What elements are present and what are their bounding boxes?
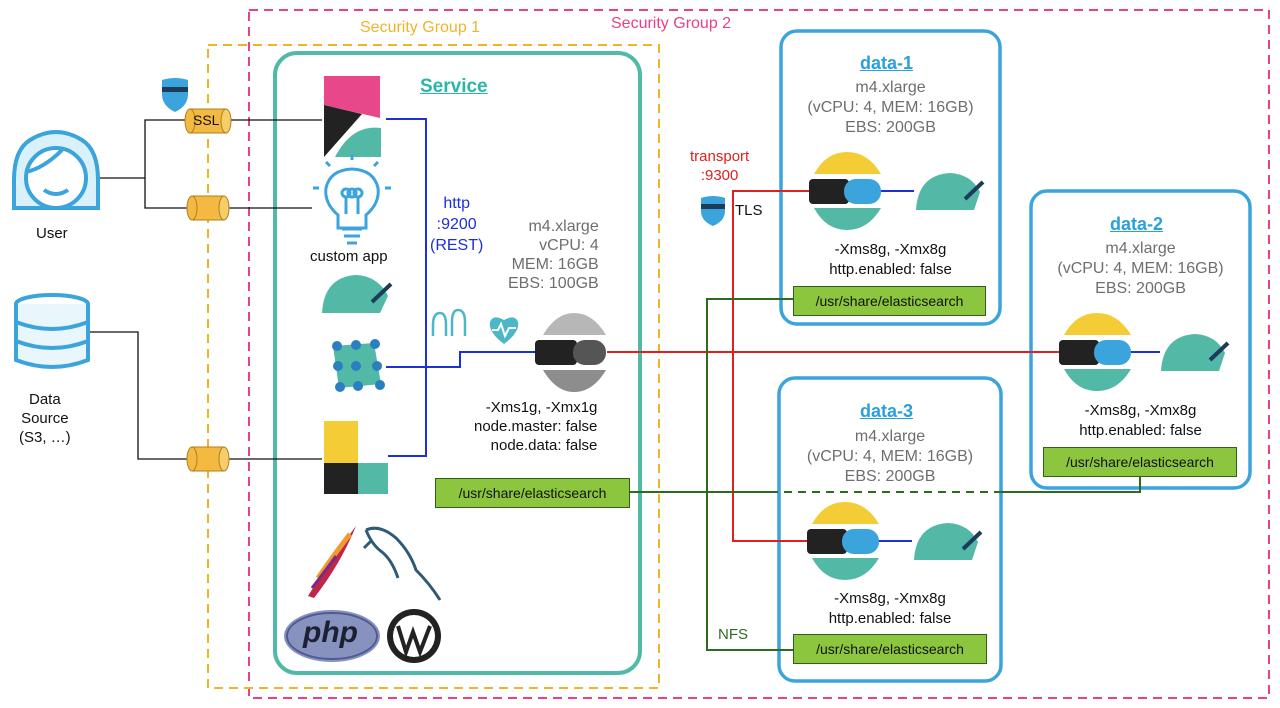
data-2-box: [1029, 189, 1252, 490]
php-logo-icon: [284, 610, 380, 662]
connector-cylinder-icon: [186, 195, 230, 221]
packetbeat-wave-icon: [431, 308, 467, 336]
elasticsearch-logo-icon: [1059, 313, 1131, 391]
elasticsearch-logo-icon: [809, 152, 881, 230]
user-connection-lines: [88, 119, 322, 460]
user-icon: [12, 130, 100, 210]
wordpress-logo-icon: [387, 609, 441, 663]
data-1-box: [779, 29, 1002, 326]
connector-cylinder-icon: [186, 446, 230, 472]
data-2-path-box: /usr/share/elasticsearch: [1043, 447, 1237, 477]
service-title: Service: [420, 76, 488, 97]
data-2-title: data-2: [1110, 214, 1164, 234]
data-2-spec: m4.xlarge (vCPU: 4, MEM: 16GB) EBS: 200G…: [1057, 240, 1224, 297]
http-lines: [386, 118, 536, 457]
service-path-box: /usr/share/elasticsearch: [435, 478, 630, 508]
heartbeat-icon: [489, 317, 519, 344]
ssl-label: SSL: [193, 112, 220, 128]
shield-icon: [162, 78, 188, 112]
gauge-icon: [322, 275, 393, 313]
elasticsearch-logo-icon: [807, 502, 879, 580]
logstash-grid-icon: [332, 339, 385, 392]
data-3-path-box: /usr/share/elasticsearch: [793, 634, 987, 664]
service-spec: m4.xlarge vCPU: 4 MEM: 16GB EBS: 100GB: [508, 218, 599, 292]
database-icon: [14, 293, 90, 369]
data-3-spec: m4.xlarge (vCPU: 4, MEM: 16GB) EBS: 200G…: [806, 428, 974, 485]
custom-app-label: custom app: [310, 248, 388, 265]
shield-icon: [701, 196, 725, 226]
gauge-icon: [916, 173, 985, 210]
data-source-label: Data Source (S3, …): [19, 391, 71, 446]
lightbulb-icon: [313, 154, 391, 245]
data-3-title: data-3: [860, 401, 914, 421]
http-port-label: http :9200 (REST): [430, 195, 484, 254]
transport-port-label: transport :9300: [690, 148, 750, 184]
apache-feather-icon: [308, 526, 356, 598]
user-label: User: [36, 225, 68, 242]
service-es-config: -Xms1g, -Xmx1g node.master: false node.d…: [474, 399, 598, 454]
ssl-cylinder-icon: [184, 108, 232, 134]
nfs-label: NFS: [718, 626, 748, 643]
php-logo-text: php: [303, 616, 358, 649]
gauge-icon: [914, 523, 983, 560]
data-2-config: -Xms8g, -Xmx8g http.enabled: false: [1079, 402, 1202, 439]
mysql-dolphin-icon: [362, 526, 442, 601]
data-3-config: -Xms8g, -Xmx8g http.enabled: false: [828, 590, 952, 627]
beats-logo-icon: [324, 421, 388, 494]
security-group-2-label: Security Group 2: [611, 15, 732, 32]
security-group-2-boundary: [248, 9, 1270, 699]
data-3-box: [777, 376, 1003, 683]
kibana-logo-icon: [324, 76, 381, 157]
data-1-spec: m4.xlarge (vCPU: 4, MEM: 16GB) EBS: 200G…: [807, 79, 974, 136]
transport-lines: [607, 190, 1060, 542]
data-1-path-box: /usr/share/elasticsearch: [793, 286, 986, 316]
data-1-config: -Xms8g, -Xmx8g http.enabled: false: [829, 241, 952, 278]
gauge-icon: [1161, 334, 1230, 371]
data-1-title: data-1: [860, 53, 914, 73]
tls-label: TLS: [735, 202, 763, 219]
elasticsearch-logo-icon: [535, 313, 606, 392]
security-group-1-label: Security Group 1: [360, 19, 481, 36]
security-group-1-boundary: [207, 44, 660, 689]
nfs-lines: [630, 298, 1141, 651]
